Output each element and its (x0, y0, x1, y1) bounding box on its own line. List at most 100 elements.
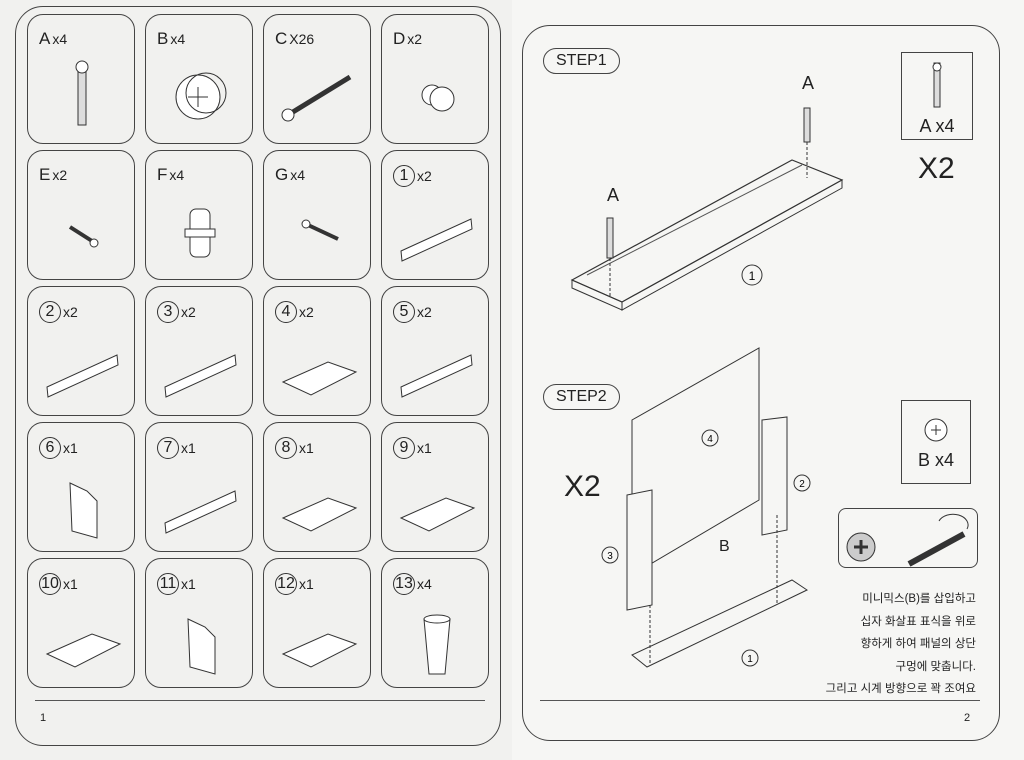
dowel-cap-icon (184, 208, 216, 258)
knob-icon (421, 84, 455, 112)
board-icon (399, 497, 476, 532)
part-id: 8 (275, 437, 297, 459)
short-screw-icon (68, 225, 99, 248)
part-qty: x2 (407, 31, 423, 47)
part-qty: X26 (289, 31, 315, 47)
part-qty: x4 (170, 31, 186, 47)
part-id: 5 (393, 301, 415, 323)
board-icon (45, 633, 122, 668)
part-id: G (275, 165, 289, 184)
part-a-label-2: A (802, 73, 815, 93)
step2-label: STEP2 (543, 384, 620, 410)
part-a-count: A x4 (919, 116, 955, 136)
part-qty: x2 (299, 304, 314, 320)
part-id: 12 (275, 573, 297, 595)
part-id: 1 (393, 165, 415, 187)
board-icon (281, 361, 358, 396)
part-b-box: B x4 (901, 400, 971, 484)
svg-text:4: 4 (707, 434, 713, 445)
part-qty: x2 (63, 304, 78, 320)
divider (35, 700, 485, 701)
part-b-count: B x4 (917, 450, 955, 470)
part-qty: x2 (417, 168, 432, 184)
part-id: B (157, 29, 169, 48)
instructions-text: 미니믹스(B)를 삽입하고 십자 화살표 표식을 위로 향하게 하여 패널의 상… (825, 593, 976, 695)
step1-diagram: 1 (570, 107, 844, 311)
part-b-label: B (719, 538, 730, 555)
part-id: 4 (275, 301, 297, 323)
part-qty: x4 (52, 31, 68, 47)
panel-icon (46, 354, 119, 398)
page-number: 2 (964, 712, 971, 724)
long-screw-icon (281, 74, 352, 122)
page-number: 1 (40, 712, 47, 724)
panel-icon (400, 354, 473, 398)
part-id: 9 (393, 437, 415, 459)
part-qty: x2 (417, 304, 432, 320)
page-border (15, 6, 501, 746)
part-qty: x1 (299, 576, 314, 592)
part-qty: x1 (417, 440, 432, 456)
step2-diagram: 4 2 3 1 (601, 347, 811, 668)
part-a-label: A (607, 185, 620, 205)
cam-bolt-icon (932, 62, 942, 108)
part-qty: x1 (181, 440, 196, 456)
part-qty: x2 (52, 167, 68, 183)
part-id: 7 (157, 437, 179, 459)
svg-text:1: 1 (747, 654, 753, 665)
part-qty: x4 (290, 167, 306, 183)
part-id: C (275, 29, 288, 48)
screwdriver-turn-icon (846, 513, 969, 567)
part-qty: x1 (63, 440, 78, 456)
cam-lock-icon (924, 418, 948, 442)
step1-multiplier: X2 (918, 152, 955, 185)
board-icon (281, 497, 358, 532)
step1-label: STEP1 (543, 48, 620, 74)
part-a-box: A x4 (901, 52, 973, 140)
panel-icon (164, 490, 237, 534)
part-qty: x2 (181, 304, 196, 320)
cam-bolt-icon (75, 60, 89, 126)
part-id: E (39, 165, 51, 184)
panel-number: 1 (749, 269, 756, 283)
board-icon (281, 633, 358, 668)
part-id: 11 (157, 573, 179, 595)
part-qty: x4 (417, 576, 432, 592)
svg-text:3: 3 (607, 551, 613, 562)
step2-multiplier: X2 (564, 470, 601, 503)
hint-illustration (838, 508, 978, 568)
part-qty: x1 (299, 440, 314, 456)
svg-text:2: 2 (799, 479, 805, 490)
